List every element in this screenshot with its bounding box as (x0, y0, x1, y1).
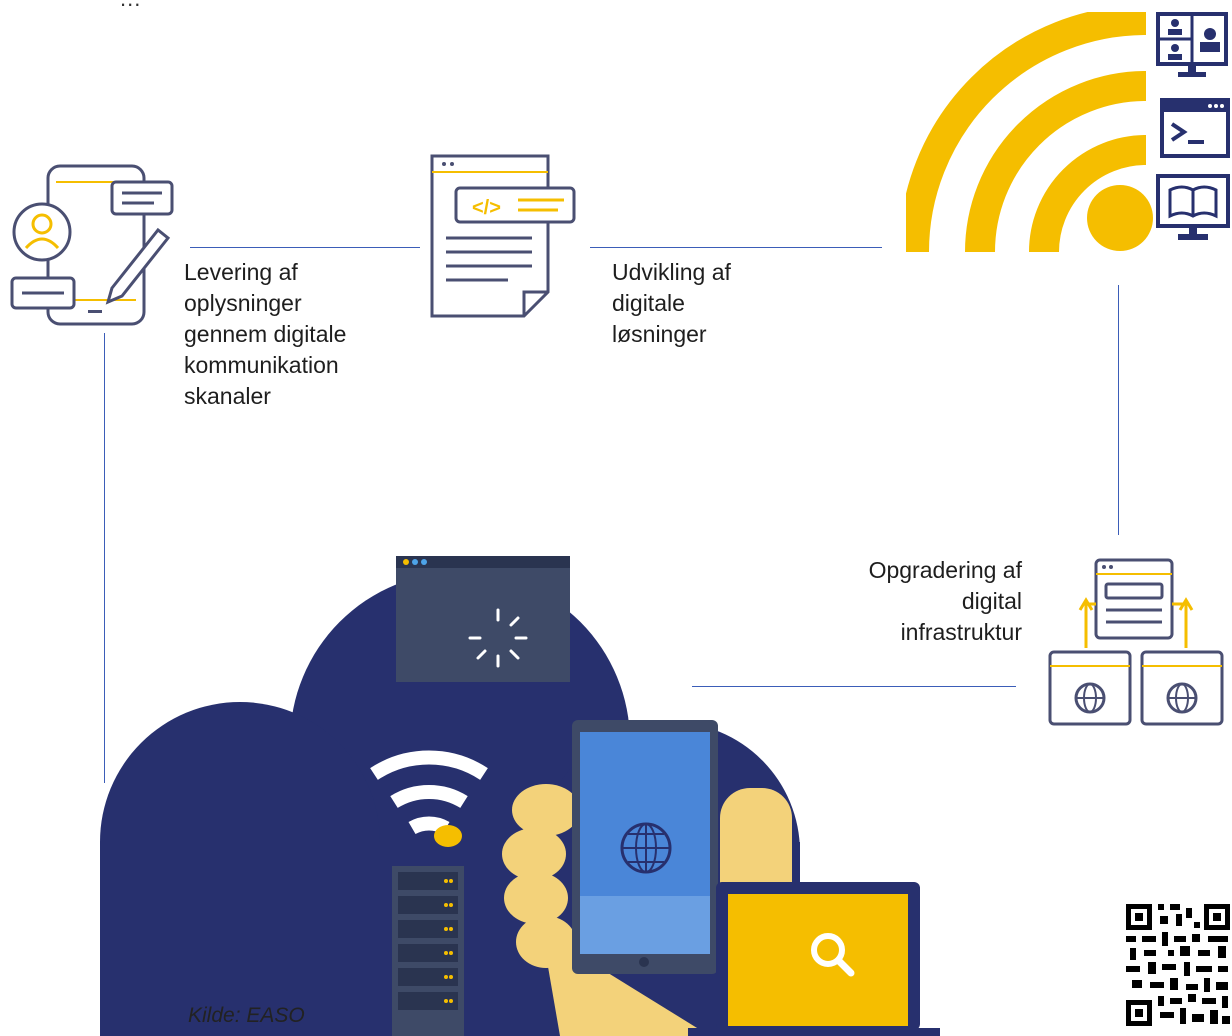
loading-window-icon (396, 556, 570, 682)
top-cropped-text: ... (120, 0, 141, 12)
infrastructure-servers-icon (1046, 556, 1226, 728)
server-tower-icon (392, 866, 464, 1036)
code-document-icon: </> (428, 152, 578, 320)
svg-text:</>: </> (472, 197, 501, 219)
connector-line-left-vertical (104, 333, 105, 783)
connector-line-top-left (190, 247, 420, 248)
phone-chat-icon (8, 160, 183, 335)
connector-line-right-vertical (1118, 285, 1119, 535)
connector-line-bottom-right (692, 686, 1016, 687)
smartphone-icon (572, 720, 718, 974)
laptop-search-icon (688, 882, 940, 1036)
label-udvikling: Udvikling af digitale løsninger (612, 259, 731, 347)
video-meeting-monitor-icon (1156, 12, 1228, 80)
terminal-window-icon (1160, 98, 1230, 158)
qr-code[interactable] (1124, 900, 1232, 1030)
connector-line-top-right (590, 247, 882, 248)
wifi-signal-icon (906, 12, 1156, 252)
source-caption: Kilde: EASO (188, 1004, 305, 1027)
online-book-monitor-icon (1156, 174, 1230, 244)
cloud-devices-illustration (90, 552, 950, 1036)
label-opgradering: Opgradering af digital infrastruktur (868, 557, 1022, 645)
label-levering: Levering af oplysninger gennem digitale … (184, 259, 347, 409)
